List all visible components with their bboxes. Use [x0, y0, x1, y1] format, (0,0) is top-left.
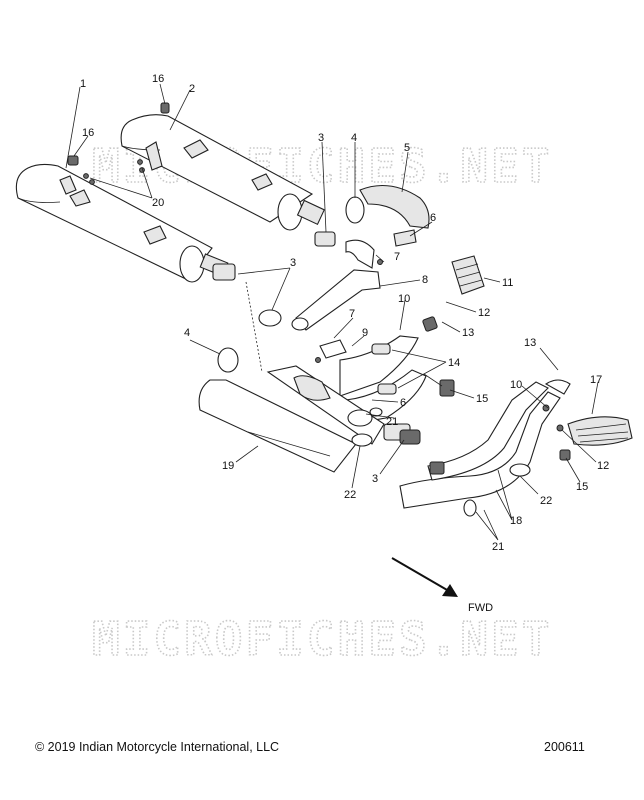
sensor-guard: [451, 255, 485, 295]
callout-7-upper: 7: [394, 251, 400, 263]
callout-3-lower: 3: [372, 473, 378, 485]
callout-19: 19: [222, 460, 234, 472]
callout-21-center: 21: [386, 416, 398, 428]
callout-11: 11: [502, 277, 513, 289]
callout-18: 18: [510, 515, 522, 527]
callout-12-right: 12: [597, 460, 609, 472]
watermark-bottom: MICROFICHES.NET: [92, 612, 552, 666]
callout-22-right: 22: [540, 495, 552, 507]
heat-shields-upper: [359, 185, 430, 247]
callout-16-left: 16: [82, 127, 94, 139]
rear-head-pipe-bracket: [291, 239, 383, 331]
callout-5: 5: [404, 142, 410, 154]
callout-20: 20: [152, 197, 164, 209]
callout-4-lower: 4: [184, 327, 190, 339]
callout-6-upper: 6: [430, 212, 436, 224]
front-head-pipes: [399, 379, 571, 517]
callout-7-lower: 7: [349, 308, 355, 320]
muffler-lower: [15, 163, 229, 283]
forward-direction-arrow: [391, 557, 458, 597]
callout-12-upper: 12: [478, 307, 490, 319]
callout-10-right: 10: [510, 379, 522, 391]
front-heat-shield: [567, 416, 633, 446]
callout-13-right: 13: [524, 337, 536, 349]
callout-3-upper: 3: [318, 132, 324, 144]
callout-8: 8: [422, 274, 428, 286]
fwd-label: FWD: [468, 602, 493, 614]
callout-15-center: 15: [476, 393, 488, 405]
callout-17: 17: [590, 374, 602, 386]
callout-22-left: 22: [344, 489, 356, 501]
callout-6-center: 6: [400, 397, 406, 409]
callout-16-top: 16: [152, 73, 164, 85]
copyright-notice: © 2019 Indian Motorcycle International, …: [35, 740, 280, 754]
callout-3-left: 3: [290, 257, 296, 269]
lower-muffler-and-cat: [198, 365, 421, 473]
fasteners-upper-left: [67, 102, 170, 185]
callout-4-upper: 4: [351, 132, 357, 144]
callout-13-center: 13: [462, 327, 474, 339]
callout-10-upper: 10: [398, 293, 410, 305]
callout-14: 14: [448, 357, 460, 369]
clamps-and-gaskets: [212, 196, 365, 373]
muffler-upper: [120, 114, 325, 231]
callout-21-lower: 21: [492, 541, 504, 553]
diagram-number: 200611: [544, 740, 585, 754]
leader-lines: [65, 83, 599, 541]
callout-15-right: 15: [576, 481, 588, 493]
callout-9: 9: [362, 327, 368, 339]
callout-1: 1: [80, 78, 86, 90]
callout-labels: 1 2 16 16 20 3 4 5 6 7 8 3 11 12 10 7 9 …: [80, 73, 609, 553]
callout-2: 2: [189, 83, 195, 95]
